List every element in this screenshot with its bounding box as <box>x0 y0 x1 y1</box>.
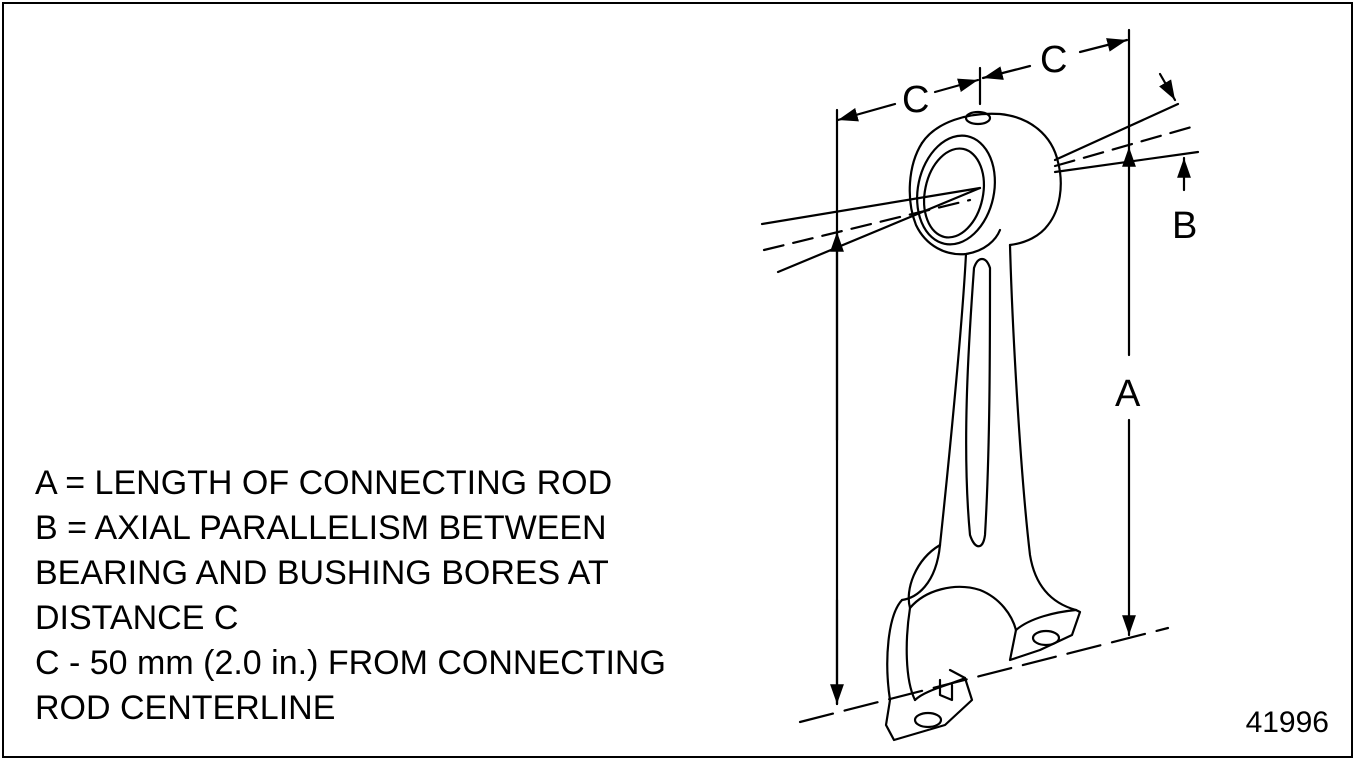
label-c-right: C <box>1040 39 1067 81</box>
legend: A = LENGTH OF CONNECTING ROD B = AXIAL P… <box>35 461 666 731</box>
label-b: B <box>1172 205 1197 247</box>
dimension-c-right-arrow <box>1078 38 1129 54</box>
legend-line-b: B = AXIAL PARALLELISM BETWEEN <box>35 509 607 547</box>
legend-line-b-cont-2: DISTANCE C <box>35 599 239 637</box>
legend-line-a: A = LENGTH OF CONNECTING ROD <box>35 464 613 502</box>
big-end-reference-line <box>798 626 1170 724</box>
label-c-left: C <box>902 79 929 121</box>
bushing-axis-lines <box>760 186 982 274</box>
legend-line-c-cont: ROD CENTERLINE <box>35 689 336 727</box>
bearing-axis-lines <box>1053 102 1200 174</box>
label-a: A <box>1115 373 1141 415</box>
dimension-c-left-arrow <box>836 102 897 122</box>
dimension-c-center-arrow-left <box>933 78 980 94</box>
legend-line-b-cont: BEARING AND BUSHING BORES AT <box>35 554 609 592</box>
dimension-b-arrow-top <box>1158 72 1177 102</box>
dimension-c-center-arrow-right <box>981 64 1032 80</box>
figure-number: 41996 <box>1245 706 1329 739</box>
legend-line-c: C - 50 mm (2.0 in.) FROM CONNECTING <box>35 644 666 682</box>
connecting-rod <box>884 110 1082 742</box>
